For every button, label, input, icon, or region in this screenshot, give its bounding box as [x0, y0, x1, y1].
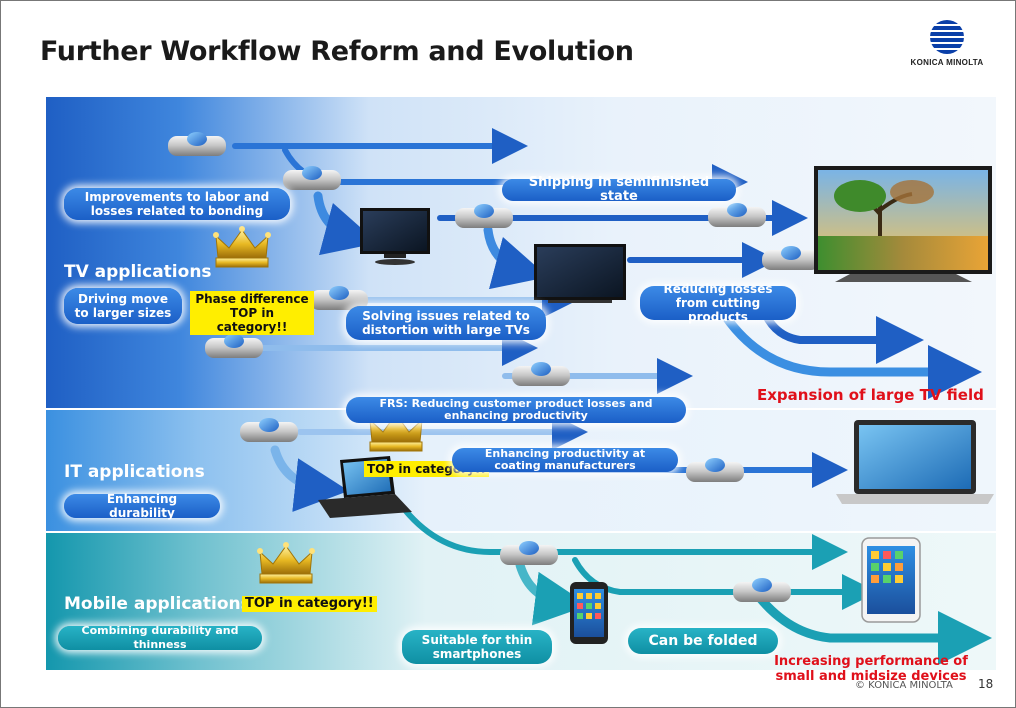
laptop-large-icon [836, 420, 994, 504]
enhancing-durability-pill: Enhancing durability [64, 492, 220, 520]
film-roll-icons [168, 132, 820, 602]
increasing-performance-text: Increasing performance of small and mids… [774, 654, 968, 684]
crown-icon-tv [213, 226, 271, 268]
driving-larger-sizes-pill: Driving move to larger sizes [64, 288, 182, 324]
thin-smartphones-pill: Suitable for thin smartphones [402, 630, 552, 664]
slide-title: Further Workflow Reform and Evolution [40, 36, 634, 67]
can-be-folded-pill: Can be folded [628, 628, 778, 654]
crown-icon-mobile [257, 542, 315, 584]
smartphone-icon [570, 582, 608, 644]
shipping-semifinished-pill: Shipping in semifinished state [502, 176, 736, 204]
expansion-large-tv-text: Expansion of large TV field [757, 386, 984, 404]
coating-productivity-pill: Enhancing productivity at coating manufa… [452, 448, 678, 472]
globe-icon [930, 20, 964, 54]
reducing-losses-pill: Reducing losses from cutting products [640, 282, 796, 324]
tablet-icon [861, 537, 921, 623]
page-number: 18 [978, 677, 994, 691]
large-landscape-tv-icon [814, 166, 992, 282]
mobile-top-category-badge: TOP in category!! [242, 596, 377, 612]
large-tv-icon [534, 244, 626, 303]
frs-reducing-losses-pill: FRS: Reducing customer product losses an… [346, 397, 686, 423]
tv-applications-label: TV applications [64, 262, 212, 282]
phase-difference-top-badge: Phase difference TOP in category!! [190, 291, 314, 335]
mobile-applications-label: Mobile applications [64, 594, 251, 614]
bonding-improvements-pill: Improvements to labor and losses related… [64, 188, 290, 220]
small-tv-icon [360, 208, 430, 265]
konica-minolta-logo: KONICA MINOLTA [902, 20, 992, 76]
logo-text: KONICA MINOLTA [910, 58, 984, 67]
it-applications-label: IT applications [64, 462, 205, 482]
durability-thinness-pill: Combining durability and thinness [58, 624, 262, 651]
copyright-footer: © KONICA MINOLTA [855, 680, 953, 691]
distortion-issues-pill: Solving issues related to distortion wit… [346, 306, 546, 340]
